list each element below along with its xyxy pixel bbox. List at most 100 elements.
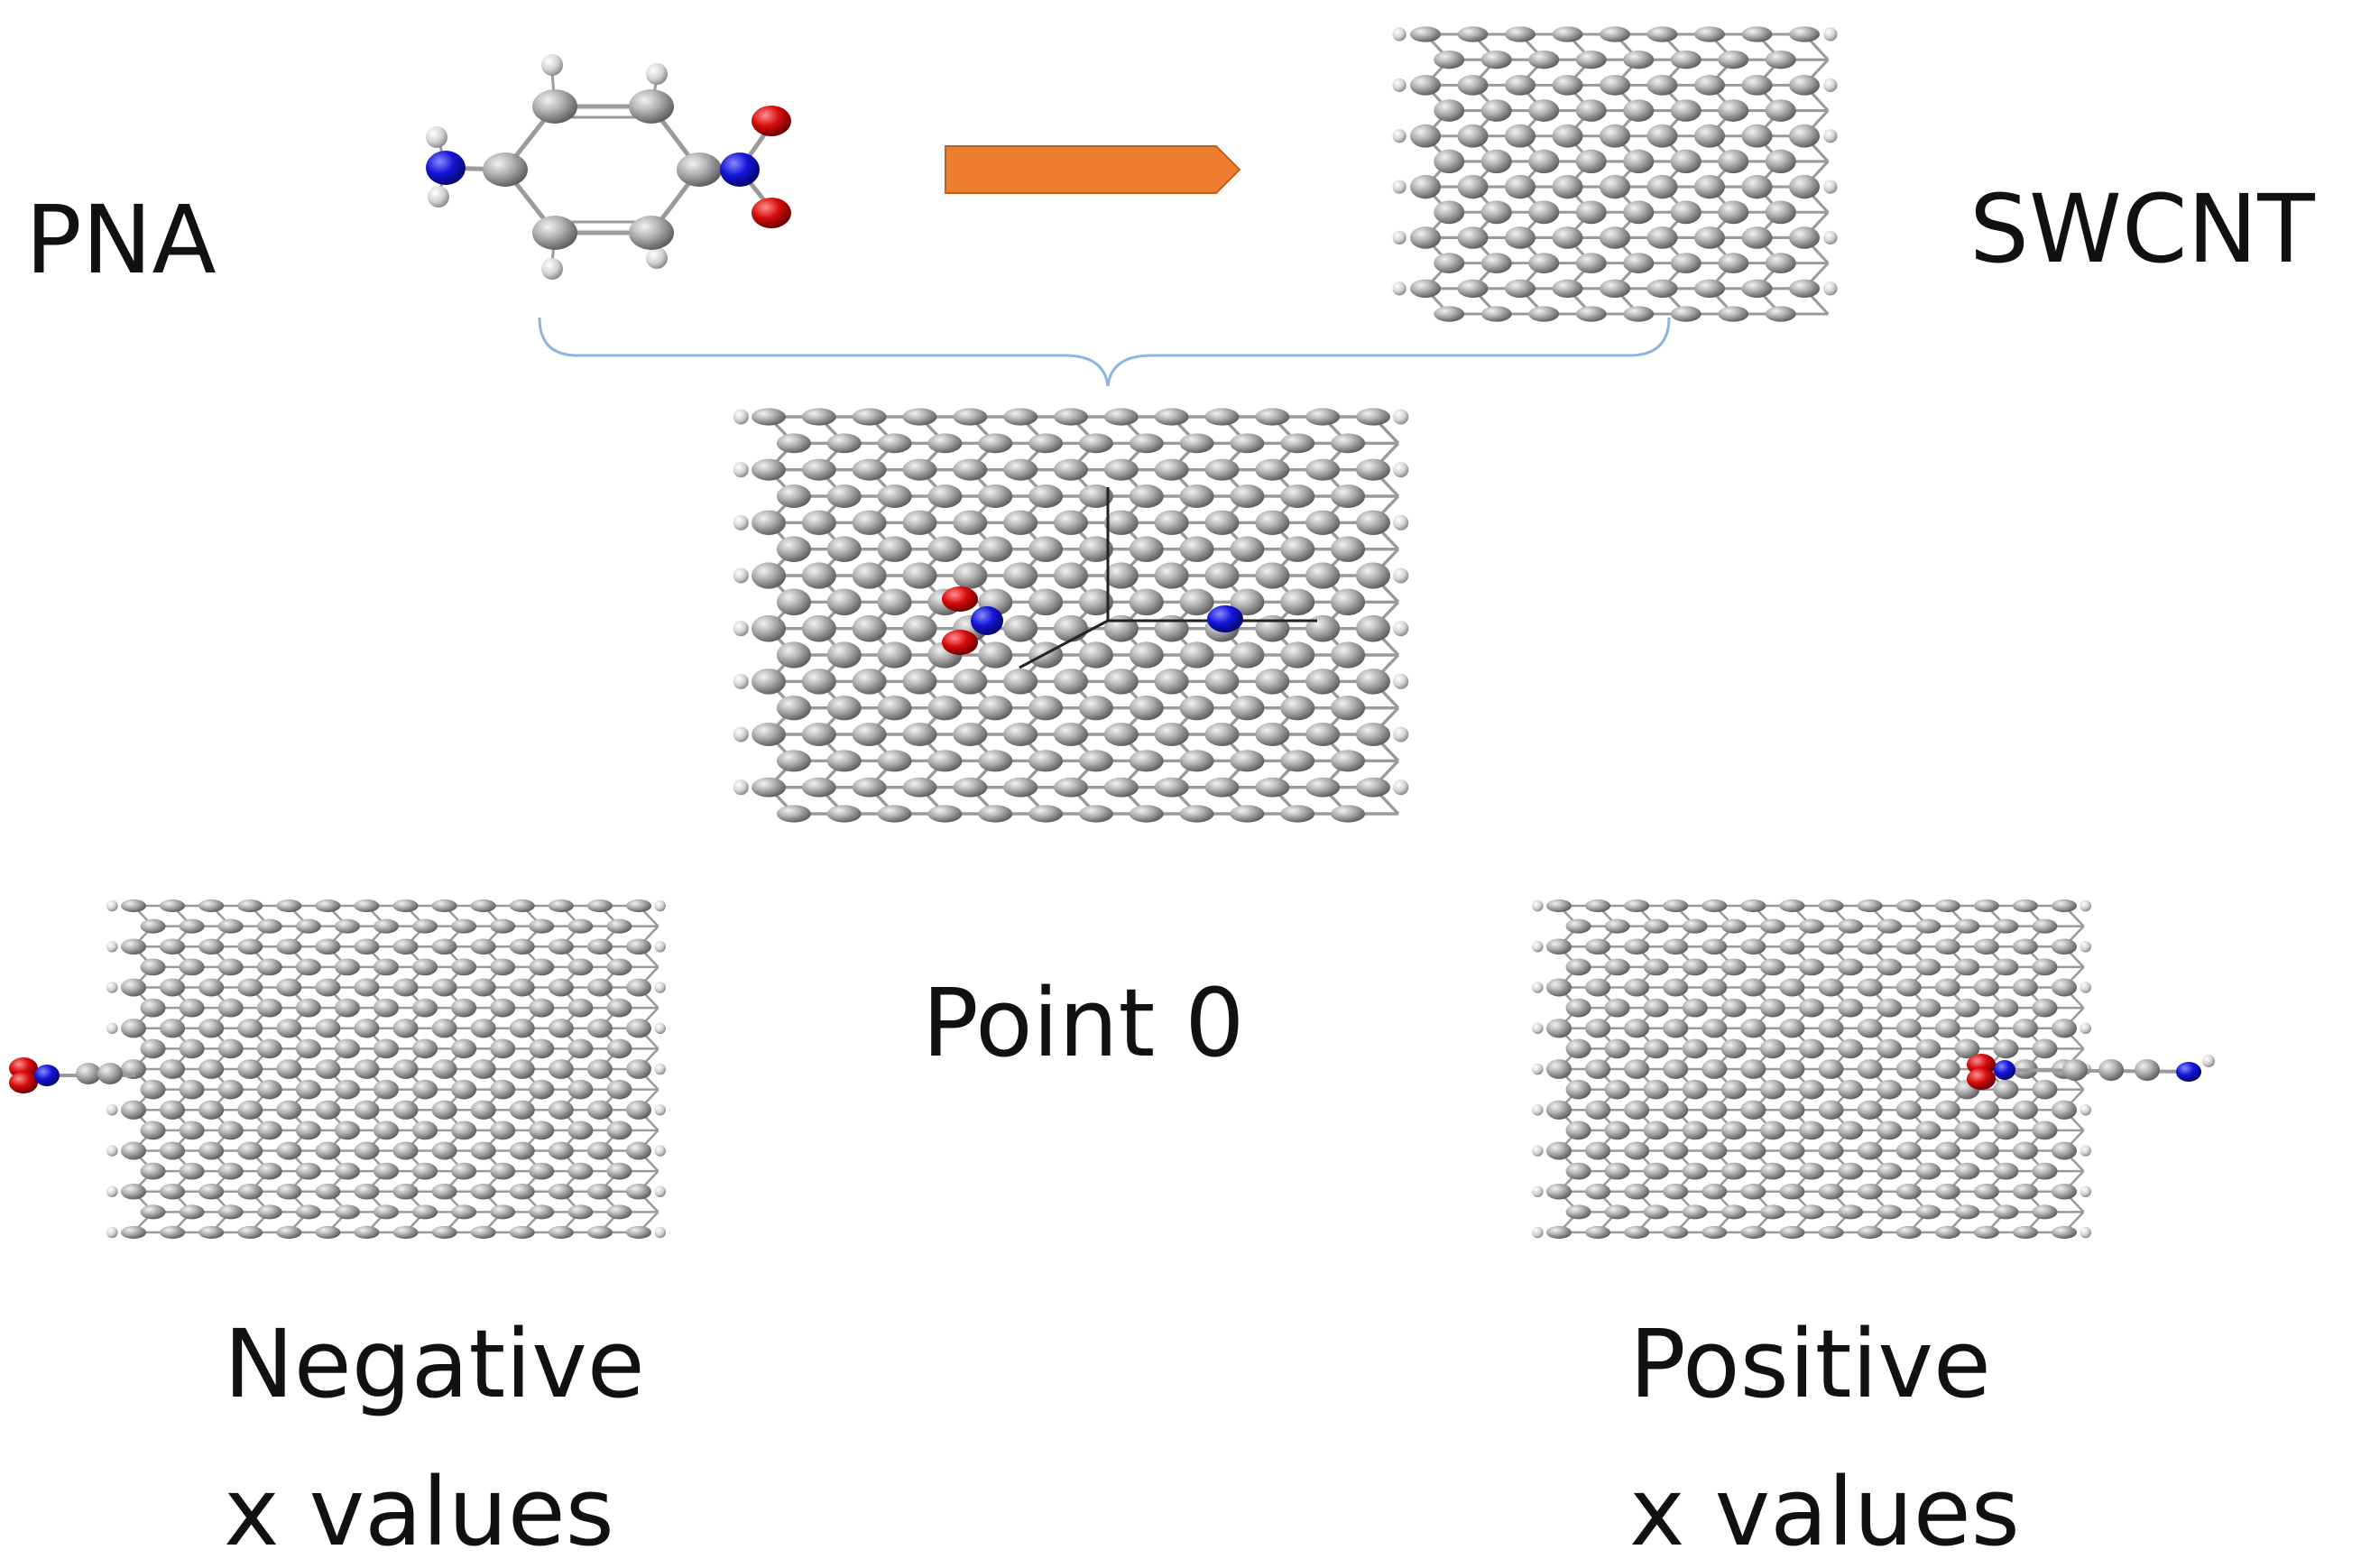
carbon-atom	[217, 1121, 244, 1140]
carbon-atom	[97, 1063, 123, 1084]
axis-line	[1019, 619, 1109, 669]
carbon-atom	[586, 899, 613, 913]
carbon-atom	[1585, 1100, 1611, 1120]
carbon-atom	[927, 695, 963, 721]
carbon-atom	[1993, 1162, 2019, 1180]
carbon-atom	[1895, 1019, 1922, 1038]
carbon-atom	[276, 1183, 302, 1200]
carbon-atom	[1718, 99, 1749, 122]
hydrogen-atom	[654, 1145, 666, 1157]
hydrogen-atom	[2080, 940, 2091, 953]
carbon-atom	[1857, 1100, 1883, 1120]
carbon-atom	[902, 510, 937, 536]
carbon-atom	[451, 998, 477, 1018]
carbon-atom	[295, 1038, 321, 1059]
carbon-atom	[1799, 918, 1824, 934]
carbon-atom	[1623, 149, 1655, 174]
carbon-atom	[567, 1038, 594, 1059]
carbon-atom	[776, 805, 811, 823]
carbon-atom	[1078, 641, 1113, 669]
carbon-atom	[1973, 1100, 1999, 1120]
oxygen-atom	[9, 1072, 38, 1093]
carbon-atom	[1702, 938, 1728, 955]
carbon-atom	[1718, 306, 1749, 322]
carbon-atom	[1624, 1141, 1650, 1160]
oxygen-atom	[942, 630, 978, 655]
carbon-atom	[1255, 614, 1290, 642]
carbon-atom	[392, 938, 419, 955]
carbon-atom	[586, 1059, 613, 1079]
carbon-atom	[1765, 253, 1796, 274]
carbon-atom	[256, 1079, 282, 1100]
carbon-atom	[606, 1079, 632, 1100]
carbon-atom	[1973, 978, 1999, 997]
carbon-atom	[776, 641, 811, 669]
carbon-atom	[276, 899, 302, 913]
carbon-atom	[1255, 510, 1290, 536]
carbon-atom	[470, 978, 496, 997]
carbon-atom	[1702, 978, 1728, 997]
carbon-atom	[548, 1183, 574, 1200]
carbon-atom	[1682, 1162, 1708, 1180]
carbon-atom	[354, 1225, 380, 1240]
carbon-atom	[295, 1079, 321, 1100]
carbon-atom	[1356, 614, 1390, 642]
carbon-atom	[1740, 1183, 1766, 1200]
pna-in-nanotube-point-zero	[733, 408, 1409, 823]
carbon-atom	[1741, 279, 1773, 298]
carbon-atom	[1934, 1059, 1960, 1079]
carbon-atom	[198, 1019, 225, 1038]
carbon-atom	[412, 918, 438, 934]
carbon-atom	[160, 1141, 186, 1160]
carbon-atom	[606, 1038, 632, 1059]
carbon-atom	[1078, 536, 1113, 562]
carbon-atom	[1838, 918, 1864, 934]
carbon-atom	[315, 938, 341, 955]
carbon-atom	[334, 1038, 360, 1059]
carbon-atom	[1604, 1204, 1630, 1220]
carbon-atom	[1779, 1141, 1805, 1160]
carbon-atom	[2012, 978, 2038, 997]
carbon-atom	[1799, 1121, 1824, 1140]
hydrogen-atom	[2080, 1145, 2091, 1157]
carbon-atom	[1954, 1038, 1980, 1059]
carbon-atom	[1434, 253, 1465, 274]
carbon-atom	[877, 641, 912, 669]
oxygen-atom	[752, 106, 791, 136]
hydrogen-atom	[2080, 1103, 2091, 1116]
carbon-atom	[1585, 978, 1611, 997]
carbon-atom	[902, 408, 937, 426]
hydrogen-atom	[646, 247, 668, 269]
carbon-atom	[354, 938, 380, 955]
carbon-atom	[374, 1162, 399, 1180]
carbon-atom	[1457, 226, 1489, 249]
carbon-atom	[1280, 750, 1315, 772]
carbon-atom	[1718, 149, 1749, 174]
carbon-atom	[451, 958, 477, 976]
carbon-atom	[1480, 51, 1512, 69]
carbon-atom	[1255, 777, 1290, 798]
carbon-atom	[1129, 484, 1164, 508]
carbon-atom	[334, 1121, 360, 1140]
carbon-atom	[1410, 26, 1441, 42]
carbon-atom	[1720, 1204, 1747, 1220]
carbon-atom	[1857, 899, 1883, 913]
hydrogen-atom	[654, 1226, 666, 1239]
carbon-atom	[953, 669, 988, 695]
carbon-atom	[1331, 433, 1366, 454]
carbon-atom	[677, 152, 722, 187]
carbon-atom	[1103, 510, 1139, 536]
carbon-atom	[1915, 918, 1941, 934]
carbon-atom	[1410, 124, 1441, 148]
carbon-atom	[1434, 306, 1465, 322]
carbon-atom	[1682, 1121, 1708, 1140]
carbon-atom	[1895, 1225, 1922, 1240]
carbon-atom	[276, 978, 302, 997]
carbon-atom	[1154, 510, 1189, 536]
reaction-arrow-icon	[945, 145, 1241, 194]
carbon-atom	[1129, 695, 1164, 721]
carbon-atom	[334, 1162, 360, 1180]
carbon-atom	[1028, 588, 1064, 616]
carbon-atom	[1993, 1121, 2019, 1140]
hydrogen-atom	[1532, 1185, 1544, 1198]
